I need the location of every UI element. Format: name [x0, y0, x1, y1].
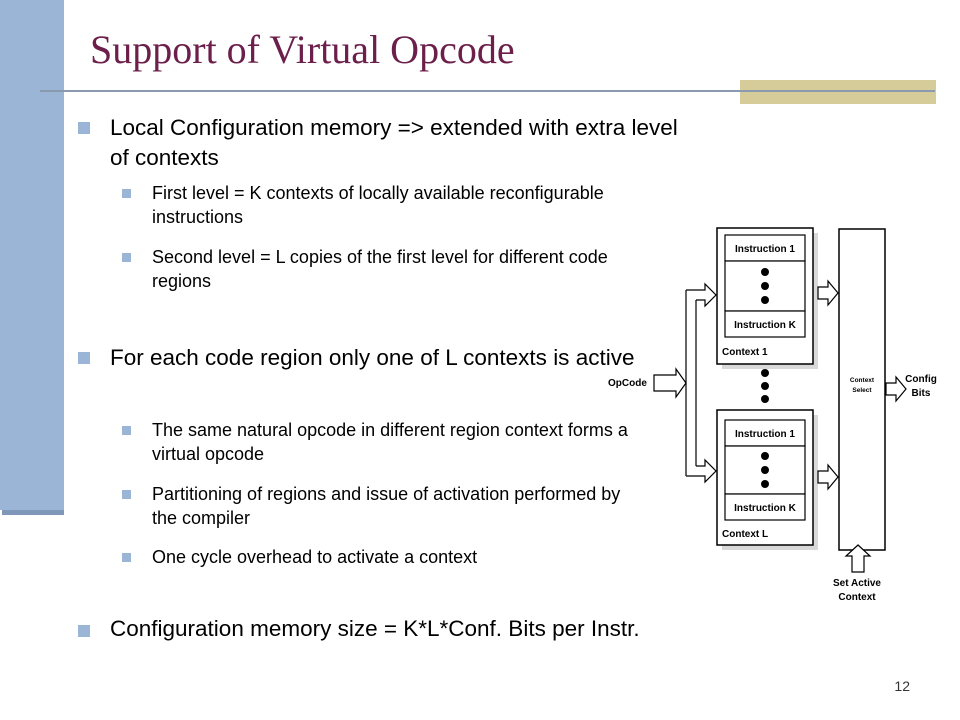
- context-1-input-arrow: [686, 282, 717, 308]
- set-active-context-label: Set Active: [833, 578, 881, 589]
- ellipsis-dot: [761, 395, 769, 403]
- context-select-column: [838, 228, 886, 551]
- decorative-side-bar: [0, 0, 64, 510]
- context-select-label: Context: [850, 377, 875, 384]
- bullet-marker: [78, 122, 90, 134]
- ellipsis-dot: [761, 369, 769, 377]
- instruction-1-box: [724, 419, 806, 447]
- ellipsis-dot: [761, 452, 769, 460]
- opcode-input-arrow: [653, 367, 687, 399]
- sub-bullet-marker: [122, 426, 131, 435]
- sub-bullet-text: First level = K contexts of locally avai…: [152, 183, 604, 227]
- bullet-marker: [78, 625, 90, 637]
- bullet-marker: [78, 352, 90, 364]
- config-bits-label: Config: [905, 374, 937, 385]
- sub-bullet-marker: [122, 189, 131, 198]
- page-number: 12: [894, 678, 910, 694]
- config-bits-output-arrow: [885, 375, 907, 403]
- sub-bullet-marker: [122, 553, 131, 562]
- ellipsis-dot: [761, 282, 769, 290]
- sub-bullet-marker: [122, 490, 131, 499]
- slide-title: Support of Virtual Opcode: [90, 27, 515, 72]
- sub-bullet-marker: [122, 253, 131, 262]
- virtual-opcode-diagram: Instruction 1 Instruction K Context 1 In…: [608, 227, 937, 603]
- set-active-context-arrow: [844, 544, 872, 573]
- sub-bullet-text: Partitioning of regions and issue of act…: [152, 484, 621, 528]
- opcode-label: OpCode: [608, 378, 647, 389]
- instruction-k-box: [724, 310, 806, 338]
- context-1-output-arrow: [817, 279, 839, 307]
- context-1-label: Context 1: [722, 347, 768, 358]
- sub-bullet-text: Second level = L copies of the first lev…: [152, 247, 608, 291]
- sub-bullet-text: One cycle overhead to activate a context: [152, 547, 478, 567]
- context-l-label: Context L: [722, 529, 768, 540]
- ellipsis-dot: [761, 296, 769, 304]
- ellipsis-dot: [761, 268, 769, 276]
- instruction-1-label: Instruction 1: [735, 429, 795, 440]
- sub-bullet-text: The same natural opcode in different reg…: [152, 420, 628, 464]
- decorative-accent-block: [740, 80, 936, 104]
- set-active-context-label: Context: [838, 592, 876, 603]
- context-l-input-arrow: [686, 458, 717, 484]
- bullet-text: For each code region only one of L conte…: [110, 345, 635, 370]
- context-select-label: Select: [852, 387, 872, 394]
- context-l-output-arrow: [817, 463, 839, 491]
- ellipsis-dot: [761, 382, 769, 390]
- bullet-text: Configuration memory size = K*L*Conf. Bi…: [110, 616, 640, 641]
- ellipsis-dot: [761, 480, 769, 488]
- instruction-k-box: [724, 493, 806, 521]
- bullet-text: Local Configuration memory => extended w…: [110, 115, 678, 170]
- side-bar-shadow: [2, 510, 64, 515]
- config-bits-label: Bits: [912, 388, 931, 399]
- ellipsis-dot: [761, 466, 769, 474]
- instruction-1-label: Instruction 1: [735, 244, 795, 255]
- title-divider: [40, 90, 935, 92]
- instruction-k-label: Instruction K: [734, 503, 796, 514]
- instruction-k-label: Instruction K: [734, 320, 796, 331]
